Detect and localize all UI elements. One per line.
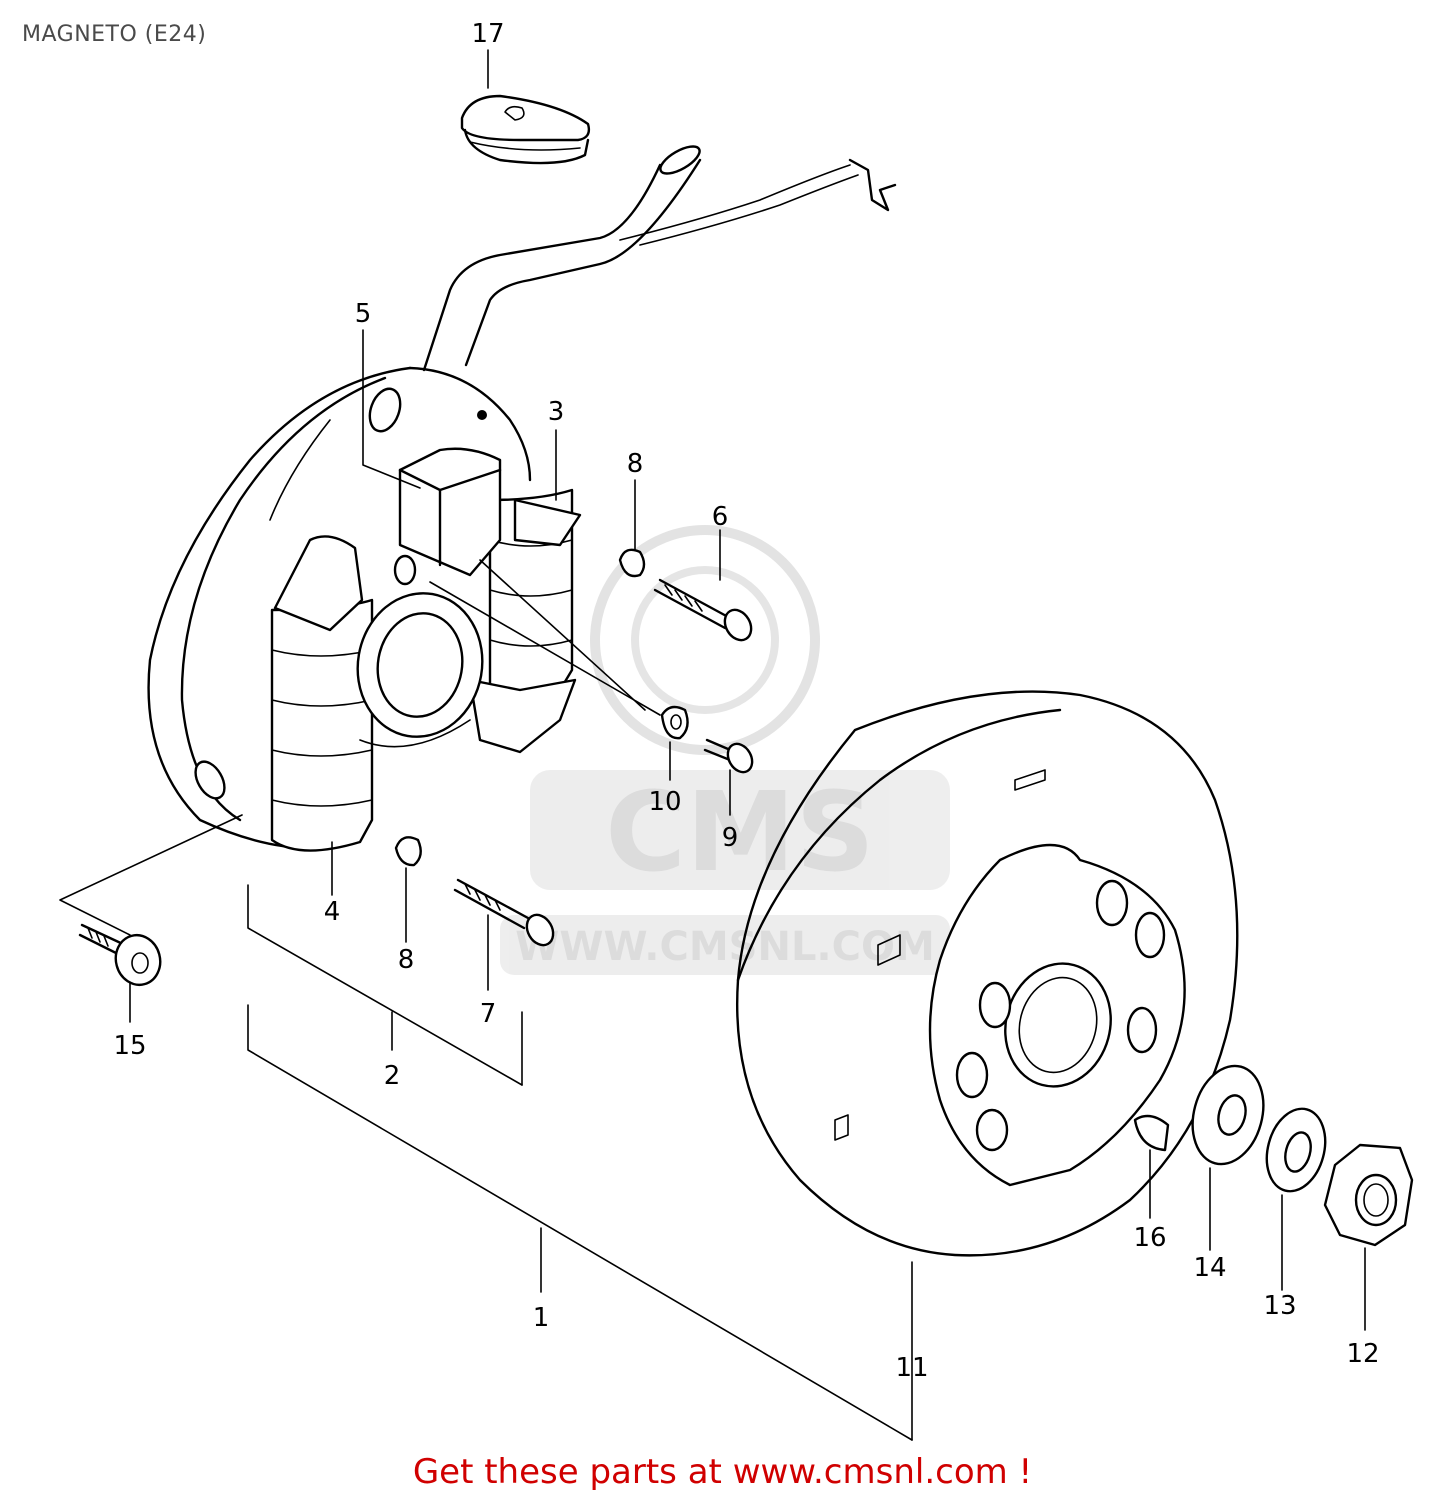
callout-8-lower: 8 (398, 945, 415, 975)
part-7-screw[interactable] (453, 878, 558, 950)
part-6-screw[interactable] (653, 578, 756, 645)
part-14-washer[interactable] (1182, 1058, 1274, 1172)
part-17-grommet[interactable] (460, 94, 591, 165)
part-16-woodruff-key[interactable] (1133, 1114, 1170, 1152)
cmsnl-watermark: CMS WWW.CMSNL.COM (500, 525, 950, 975)
part-11-flywheel-rotor[interactable] (736, 690, 1239, 1257)
callout-16: 16 (1133, 1223, 1166, 1253)
page-title: MAGNETO (E24) (22, 22, 207, 47)
callout-3: 3 (548, 397, 565, 427)
footer-link[interactable]: www.cmsnl.com (732, 1452, 1008, 1492)
part-9-screw[interactable] (703, 738, 757, 777)
part-12-nut[interactable] (1323, 1143, 1414, 1247)
callout-5: 5 (355, 299, 372, 329)
footer-promo: Get these parts at www.cmsnl.com ! (0, 1452, 1445, 1492)
callout-labels: 17 5 3 8 6 10 9 4 8 7 15 2 1 11 16 14 13… (113, 19, 1379, 1383)
callout-2: 2 (384, 1061, 401, 1091)
part-5-pickup-coil[interactable] (398, 447, 582, 577)
callout-10: 10 (648, 787, 681, 817)
callout-1: 1 (533, 1303, 550, 1333)
callout-12: 12 (1346, 1339, 1379, 1369)
callout-15: 15 (113, 1031, 146, 1061)
part-8-washer-lower[interactable] (394, 836, 422, 867)
part-10-washer[interactable] (660, 705, 689, 740)
watermark-logo-text: CMS (605, 768, 874, 896)
part-4-stator-coil[interactable] (270, 535, 374, 852)
callout-6: 6 (712, 502, 729, 532)
callout-17: 17 (471, 19, 504, 49)
footer-suffix: ! (1007, 1452, 1033, 1492)
watermark-url-text: WWW.CMSNL.COM (515, 924, 935, 970)
callout-14: 14 (1193, 1253, 1226, 1283)
leader-lines (59, 49, 1366, 1441)
callout-8-upper: 8 (627, 449, 644, 479)
callout-4: 4 (324, 897, 341, 927)
part-13-spring-washer[interactable] (1258, 1102, 1334, 1198)
callout-9: 9 (722, 823, 739, 853)
callout-11: 11 (895, 1353, 928, 1383)
footer-prefix: Get these parts at (412, 1452, 733, 1492)
part-15-screw[interactable] (78, 923, 166, 990)
wire-harness (422, 145, 897, 372)
stator-center-boss (356, 592, 484, 748)
stator-base-plate (147, 366, 532, 850)
part-8-washer-upper[interactable] (618, 548, 646, 578)
callout-7: 7 (480, 999, 497, 1029)
callout-13: 13 (1263, 1291, 1296, 1321)
